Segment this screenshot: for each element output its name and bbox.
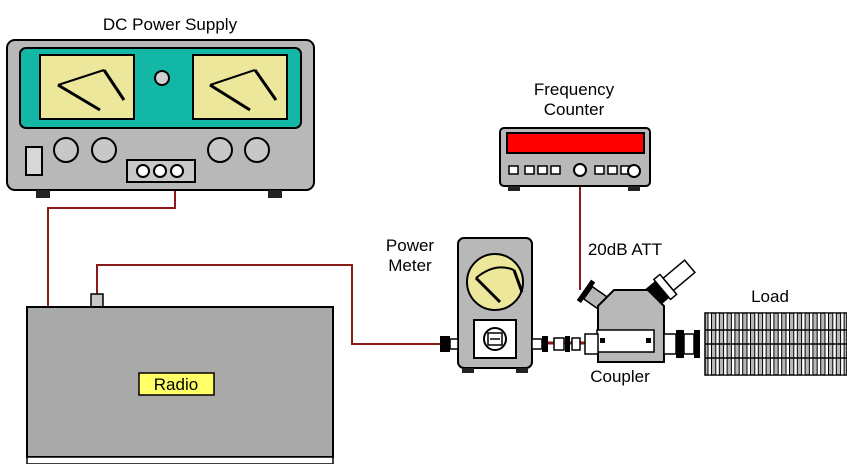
cable-psu-to-radio [47,172,176,307]
frequency-counter-label-line2: Counter [544,100,605,119]
attenuator-right [644,259,696,307]
coupler-label: Coupler [590,367,650,386]
power-meter-label-line1: Power [386,236,435,255]
dc-power-supply-label: DC Power Supply [103,15,238,34]
power-meter: Power Meter [386,236,548,373]
coupler-output-connector [663,333,677,355]
dc-power-supply-indicator [154,70,170,86]
power-meter-output-connector [531,338,543,350]
dc-power-supply-knob [207,137,233,163]
dc-power-supply-knob [244,137,270,163]
radio-label-box [138,372,215,396]
power-meter-label-line2: Meter [388,256,432,275]
radio-label: Radio [154,375,198,394]
dc-power-supply-foot [36,190,50,198]
dc-power-supply-knob [53,137,79,163]
dc-power-supply: DC Power Supply [6,15,315,198]
cable-radio-to-power-meter [96,264,440,345]
dc-power-supply-switch [25,146,43,176]
load-label: Load [751,287,789,306]
power-meter-input-connector [449,338,459,350]
coupler-input-connector [584,333,599,355]
inline-connector [553,336,581,352]
coupler: 20dB ATT Coupler [576,240,696,386]
frequency-counter-display [506,132,645,154]
frequency-counter-foot [508,186,520,191]
frequency-counter-foot [628,186,640,191]
load: Load [676,287,847,376]
power-meter-gauge [466,253,524,311]
frequency-counter-input-jack [573,163,587,177]
dc-power-supply-terminals [126,159,196,183]
dc-power-supply-left-meter [39,54,135,120]
dc-power-supply-foot [268,190,282,198]
power-meter-output-connector [542,336,548,352]
power-meter-foot [516,368,528,373]
load-connector [694,330,700,358]
power-meter-foot [462,368,474,373]
dc-power-supply-right-meter [192,54,288,120]
load-connector [676,330,684,358]
load-connector [683,333,695,355]
power-meter-input-connector [440,336,450,352]
attenuator-label: 20dB ATT [588,240,662,259]
load-heatsink-fins [705,312,847,376]
frequency-counter-label-line1: Frequency [534,80,615,99]
frequency-counter: Frequency Counter [499,80,651,191]
power-meter-element-socket [473,319,517,359]
radio: Radio [26,293,334,464]
coupler-label-plate [596,329,655,353]
radio-antenna-connector [90,293,104,309]
radio-foot [26,456,334,464]
dc-power-supply-knob [91,137,117,163]
frequency-counter-knob [627,164,641,178]
